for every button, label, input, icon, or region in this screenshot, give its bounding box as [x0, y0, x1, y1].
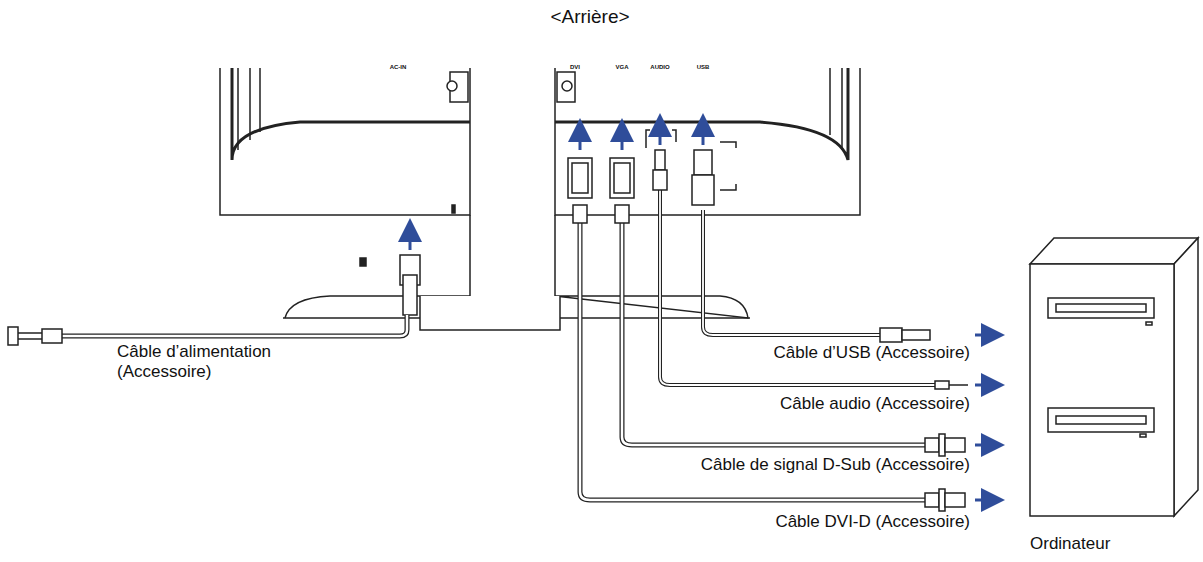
port-label: DVI — [570, 64, 580, 71]
computer-node: Ordinateur — [1028, 236, 1202, 556]
port-label: AC-IN — [390, 64, 407, 71]
port-label: VGA — [615, 64, 628, 71]
port-label: USB — [697, 64, 710, 71]
cable-label: Câble d’alimentation (Accessoire) — [117, 342, 302, 382]
cable-label: Câble audio (Accessoire) — [780, 394, 970, 414]
computer-tower — [1028, 236, 1202, 556]
port-label: AUDIO — [650, 64, 669, 71]
cable-label: Câble DVI-D (Accessoire) — [775, 512, 970, 532]
cable-label: Câble d’USB (Accessoire) — [773, 343, 970, 363]
title: <Arrière> — [550, 6, 629, 28]
cable-label: Câble de signal D-Sub (Accessoire) — [701, 455, 970, 475]
computer-label: Ordinateur — [1030, 534, 1110, 554]
